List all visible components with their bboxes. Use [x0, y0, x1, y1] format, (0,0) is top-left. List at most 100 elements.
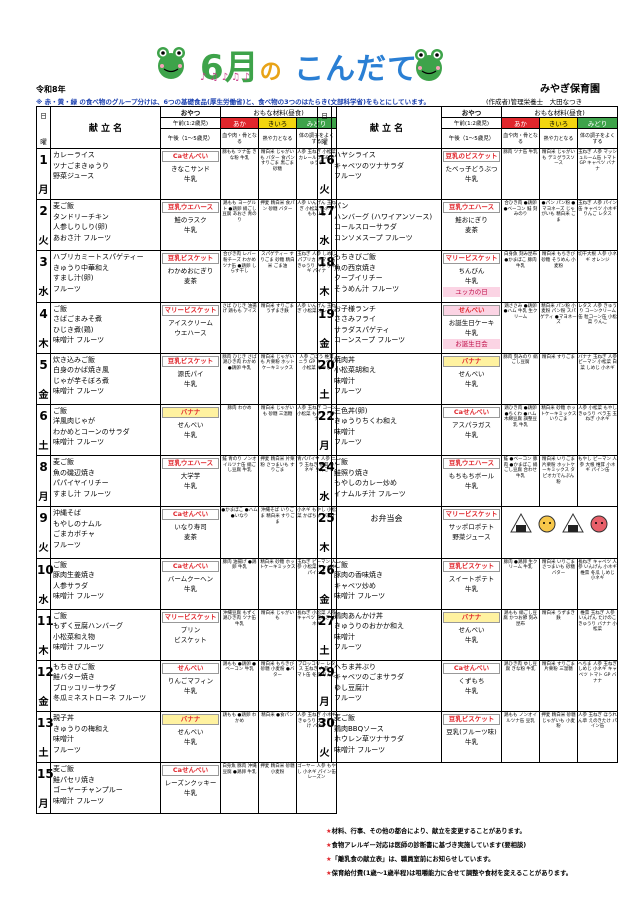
snack-pm: 牛乳	[184, 175, 197, 183]
snack-cell: 豆乳ビスケットわかめおにぎり麦茶	[160, 250, 221, 303]
date-header: 日曜	[317, 106, 332, 149]
weekday: 月	[38, 185, 49, 196]
kiiro-desc: 熱や力となる	[539, 128, 578, 149]
date-header: 日曜	[36, 106, 51, 149]
aka-ingredients: 豚肉 ●鶏卵 生クリーム 牛乳	[501, 557, 540, 610]
snack-am: 豆乳のビスケット	[443, 151, 500, 162]
kiiro-ingredients: 押麦 精白米 砂糖 じゃがいも 小麦粉	[539, 711, 578, 764]
snack-pm: スイートポテト	[448, 574, 495, 583]
menu-cell: 親子丼きゅうりの梅和え味噌汁フルーツ	[50, 711, 161, 764]
menu-item: ハヤシライス	[334, 151, 376, 159]
aka-ingredients: 鶏もも ●鶏卵 わかめ	[220, 711, 259, 764]
menu-cell: 麦ご飯鮭パセリ焼きゴーヤーチャンプルー味噌汁 フルーツ	[50, 762, 161, 815]
midori-ingredients: 切干大根 人参 小ネギ オレンジ	[576, 250, 619, 303]
snack-pm: 鮭のラスク	[174, 216, 207, 225]
menu-item: タンドリーチキン	[53, 212, 109, 221]
kiiro-ingredients: 精白米 じゃがいも バター 食パン すりごま 黒ごま 砂糖	[258, 147, 297, 201]
menu-item: 麦ご飯	[53, 458, 74, 467]
kiiro-ingredients: 精白米 うずまき麩	[539, 608, 578, 661]
menu-item: さばごまみそ煮	[53, 315, 102, 324]
menu-item: 味噌汁 フルーツ	[334, 745, 386, 754]
menu-item: 親子丼	[53, 714, 74, 723]
title-banner: 6月の こんだて ♪ ♫ ♪ ♫ ♪	[0, 0, 640, 92]
snack-am: バナナ	[162, 406, 219, 418]
menu-item: 魚の磯辺焼き	[53, 468, 95, 477]
menu-item: きゅうりちくわ和え	[334, 417, 397, 426]
snack-pm: 鮭おにぎり	[455, 216, 488, 225]
day-number: 18	[318, 255, 335, 270]
weekday: 金	[38, 389, 49, 401]
snack-am: マリービスケット	[162, 611, 219, 623]
menu-item: 味噌汁	[53, 735, 74, 744]
aka-ingredients: 豚肉 油揚げ ●鶏卵 牛乳	[220, 557, 259, 610]
menu-item: 味噌汁 フルーツ	[53, 336, 105, 345]
menu-item: ご飯	[334, 560, 348, 569]
menu-item: フルーツ	[334, 643, 362, 652]
menu-cell: ご飯洋風肉じゃがわかめとコーンのサラダ味噌汁 フルーツ	[50, 403, 161, 457]
snack-pm: お誕生日ケーキ	[448, 318, 495, 327]
kiiro-ingredients: 精白米 いりごま 片栗粉 ホットケーキミックス タピオカでんぷん 粉	[539, 455, 578, 508]
midori-desc: 体の調子をよくする	[576, 128, 619, 149]
day-number: 19	[318, 306, 335, 321]
era-year: 令和8年	[36, 85, 66, 94]
kiiro-ingredients: 押麦 精白米 食パン 砂糖 バター	[258, 199, 297, 252]
menu-item: パパイヤイリチー	[53, 479, 109, 488]
snack-cell: 豆乳ウエハース大学芋牛乳	[160, 455, 221, 508]
menu-item: 麦ご飯	[334, 714, 355, 723]
kiiro-ingredients: 精白米 じゃがいも 砂糖 三温糖	[258, 403, 297, 457]
menu-cell: 麦ご飯タンドリーチキン人参しりしり(卵)あおさ汁 フルーツ	[50, 199, 161, 252]
menu-item: 三色丼(卵)	[334, 406, 368, 415]
title-particle: の	[259, 60, 283, 85]
menu-cell: ご飯もずく豆腐ハンバーグ小松菜和え物味噌汁 フルーツ	[50, 608, 161, 661]
menu-item: 味噌汁 フルーツ	[53, 387, 105, 396]
snack-am: マリービスケット	[443, 253, 500, 265]
kiiro-header: きいろ	[258, 117, 297, 129]
snack-cell: 豆乳ウエハース鮭おにぎり麦茶	[441, 199, 502, 252]
menu-item: わかめとコーンのサラダ	[53, 427, 130, 436]
day-number: 4	[39, 306, 48, 321]
aka-ingredients: 鶏ひき肉 ゆし豆腐 きな粉 牛乳	[501, 659, 540, 713]
aka-ingredients: 合ひき肉 ●鶏卵 ●ベーコン 鮭 刻みのり	[501, 199, 540, 252]
snack-cell: マリービスケットサッポロポテト野菜ジュース	[441, 506, 502, 559]
snack-pm: 麦茶	[184, 533, 197, 542]
menu-item: 鮭パセリ焼き	[53, 775, 95, 784]
day-number: 8	[39, 460, 48, 475]
snack-cell: せんべいりんごマフィン牛乳	[160, 659, 221, 713]
snack-pm: きなこサンド	[171, 165, 210, 173]
snack-am: バナナ	[162, 714, 219, 726]
aka-ingredients: 鶏もも ノンオイルツナ缶 豆乳	[501, 711, 540, 764]
menu-item: 焼肉丼	[334, 355, 355, 364]
menu-item: フルーツ	[53, 284, 81, 293]
menu-cell: パンハンバーグ (ハワイアンソース)コールスローサラダコンソメスープ フルーツ	[331, 199, 442, 252]
menu-item: ご飯	[53, 406, 67, 415]
menu-item: 味噌汁 フルーツ	[53, 796, 105, 805]
weekday: 火	[319, 185, 330, 196]
weekday: 月	[38, 799, 49, 811]
menu-item: もちきびご飯	[334, 253, 376, 262]
menu-item: ご飯	[53, 304, 67, 313]
menu-cell: 焼肉丼小松菜胡和え味噌汁フルーツ	[331, 352, 442, 405]
day-number: 9	[39, 511, 48, 526]
weekday: 月	[38, 492, 49, 504]
menu-item: 白身のかば焼き風	[53, 366, 109, 375]
weekday: 木	[38, 645, 49, 657]
snack-cell: バナナせんべい牛乳	[160, 403, 221, 457]
menu-table-right: 日曜 献 立 名 おやつ おもな材料(昼食) 午前(1:2歳児) あか きいろ …	[317, 106, 619, 764]
snack-pm: 牛乳	[465, 482, 478, 491]
snack-pm: 牛乳	[465, 328, 478, 337]
snack-am: Caせんべい	[162, 560, 219, 572]
snack-pm-header: 午後（1～5歳児）	[160, 128, 221, 149]
snack-pm: 源氏パイ	[177, 369, 204, 378]
